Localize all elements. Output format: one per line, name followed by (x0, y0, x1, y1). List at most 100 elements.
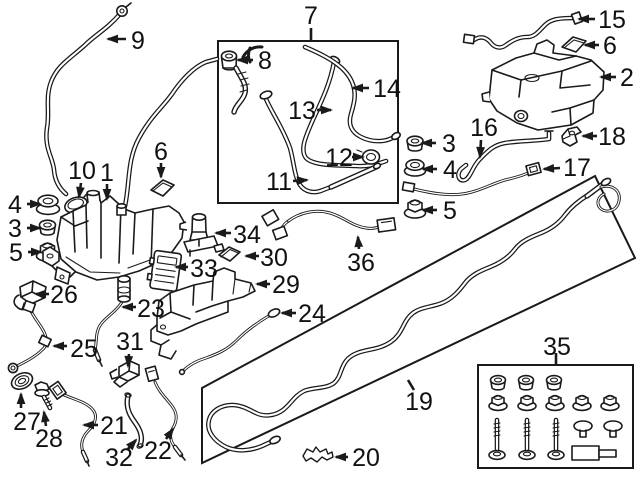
callout-29: 29 (255, 271, 300, 299)
part-15-hose (462, 11, 584, 48)
part-21-cable (48, 380, 98, 467)
callout-6-left: 6 (154, 138, 168, 179)
arrowhead-25 (52, 341, 64, 351)
callout-31: 31 (116, 328, 144, 368)
part-20-clip (302, 446, 334, 463)
arrowhead-2 (599, 72, 611, 82)
arrowhead-30 (244, 251, 256, 261)
callout-5-right: 5 (421, 197, 457, 225)
part-24-cable (178, 308, 281, 376)
arrowhead-27 (16, 392, 26, 404)
callout-21: 21 (82, 412, 128, 440)
callout-33: 33 (174, 255, 218, 283)
part-number-34: 34 (233, 221, 261, 249)
part-32-hose (124, 392, 143, 449)
part-number-21: 21 (100, 412, 128, 440)
arrowhead-14 (351, 83, 363, 93)
kit-flange-nut (517, 394, 537, 412)
arrowhead-5-left (31, 247, 43, 257)
callout-25: 25 (52, 335, 98, 363)
arrowhead-33 (174, 262, 186, 272)
arrowhead-10 (76, 186, 85, 199)
part-number-30: 30 (260, 244, 288, 272)
part-number-9: 9 (131, 27, 145, 55)
part-number-25: 25 (70, 335, 98, 363)
part-2-tank (481, 39, 605, 131)
kit-flange-nut (545, 394, 565, 412)
callout-35: 35 (543, 333, 571, 364)
part-number-24: 24 (298, 300, 326, 328)
callout-13: 13 (288, 97, 333, 125)
arrowhead-16 (476, 146, 485, 159)
part-11-hose (125, 59, 382, 206)
part-number-4-right: 4 (443, 156, 457, 184)
arrowhead-34 (214, 228, 226, 238)
arrowhead-3-right (420, 138, 432, 148)
part-number-36: 36 (347, 249, 375, 277)
callout-30: 30 (244, 244, 288, 272)
arrowhead-6-right (583, 40, 595, 50)
arrowhead-22 (163, 427, 175, 440)
arrowhead-4-right (421, 164, 433, 174)
kit-connector (571, 445, 617, 461)
part-27-seal (10, 371, 34, 391)
part-29-bracket (150, 267, 256, 360)
arrowhead-24 (280, 308, 292, 318)
part-number-13: 13 (288, 97, 316, 125)
callout-22: 22 (144, 427, 175, 465)
arrowhead-6-left (156, 167, 166, 179)
callout-32: 32 (105, 438, 138, 472)
part-number-19: 19 (405, 388, 433, 416)
part-19-pipe-assembly (201, 174, 637, 465)
arrowhead-36 (354, 235, 364, 248)
arrowhead-11 (296, 176, 309, 186)
part-number-11: 11 (266, 168, 292, 196)
part-number-23: 23 (137, 295, 165, 323)
part-number-32: 32 (105, 444, 133, 472)
part-18-bracket (561, 126, 582, 147)
kit-cap-nut (545, 374, 563, 391)
callout-23: 23 (121, 295, 165, 323)
part-4-right-grommet (403, 158, 427, 177)
callout-34: 34 (214, 221, 261, 249)
callout-36: 36 (347, 235, 375, 277)
arrowhead-17 (542, 164, 555, 173)
callout-2: 2 (599, 64, 634, 92)
part-31-sensor (109, 360, 140, 388)
part-number-5-right: 5 (443, 197, 457, 225)
part-number-1: 1 (100, 159, 114, 187)
callout-26: 26 (34, 281, 78, 309)
part-number-31: 31 (116, 328, 144, 356)
callout-7: 7 (304, 2, 318, 40)
part-number-7: 7 (304, 2, 318, 30)
part-3-right-cap-nut (406, 135, 424, 152)
arrowhead-26 (34, 289, 46, 299)
part-23-sensor (92, 274, 131, 367)
part-13-hose (231, 45, 386, 166)
part-number-35: 35 (543, 333, 571, 361)
part-4-left-grommet (35, 194, 61, 216)
callout-12: 12 (325, 144, 365, 172)
kit-flange-nut (600, 394, 620, 412)
callout-11: 11 (266, 168, 309, 196)
callout-19: 19 (405, 379, 433, 416)
part-number-20: 20 (352, 444, 380, 472)
leader-line-19 (406, 379, 416, 391)
callout-10: 10 (68, 157, 96, 199)
part-14-hose (305, 47, 401, 141)
part-6-right-pad (561, 36, 587, 53)
part-number-18: 18 (598, 123, 626, 151)
part-number-14: 14 (373, 75, 401, 103)
arrowhead-18 (581, 131, 593, 141)
part-number-10: 10 (68, 157, 96, 185)
kit-push-clip (603, 420, 623, 438)
arrowhead-28 (41, 410, 50, 423)
kit-flange-nut (488, 394, 508, 412)
part-number-4-left: 4 (8, 191, 22, 219)
part-9-hose (46, 2, 132, 194)
arrowhead-15 (577, 14, 589, 24)
part-number-6-left: 6 (154, 138, 168, 166)
